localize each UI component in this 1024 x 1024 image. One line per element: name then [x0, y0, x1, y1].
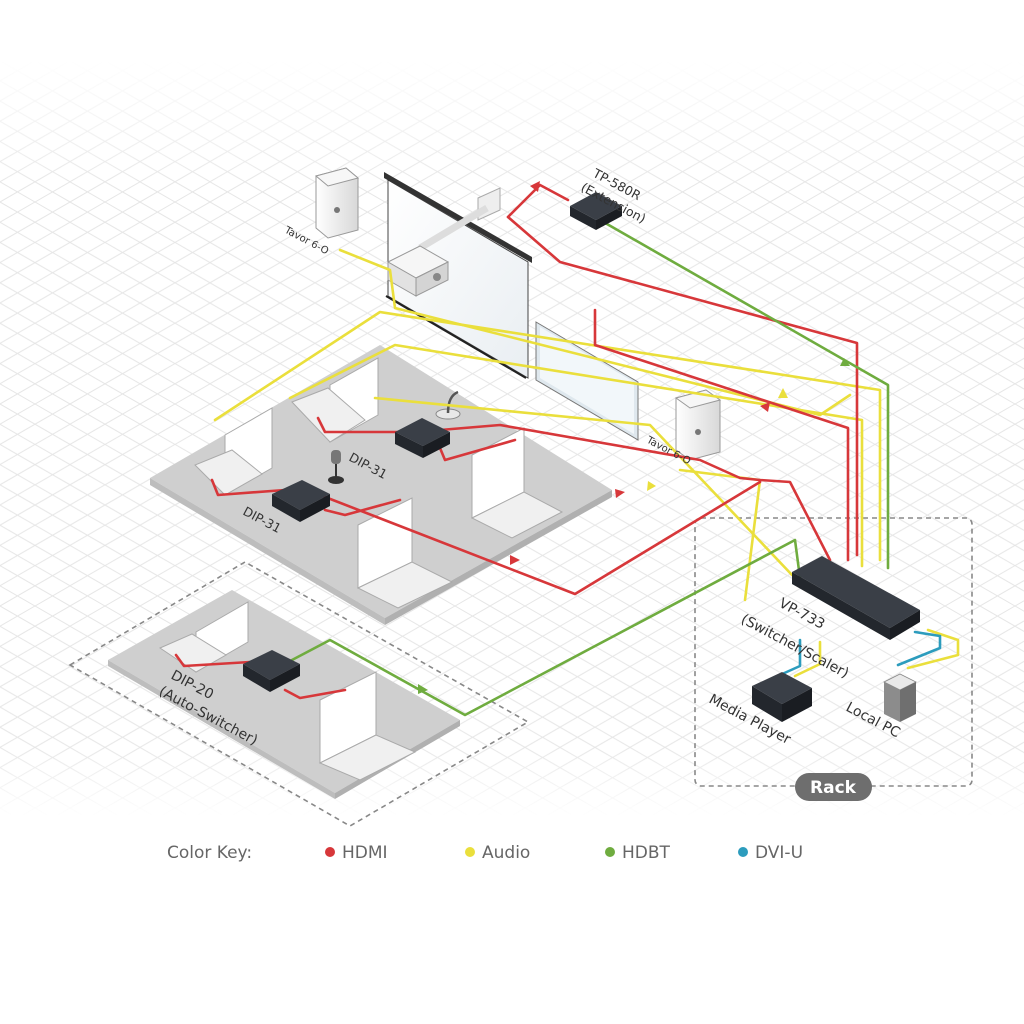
cables-dvi — [778, 630, 942, 677]
dip31-lower — [272, 480, 330, 522]
dvi-key-dot — [738, 847, 748, 857]
cable-arrows — [418, 181, 850, 694]
tp580r-receiver — [570, 192, 622, 230]
laptop-5 — [158, 601, 249, 673]
hdmi-cable-7 — [210, 478, 287, 497]
hdmi-cable-11 — [283, 688, 347, 700]
dip20-auto-switcher — [243, 650, 300, 692]
audio-key-dot — [465, 847, 475, 857]
hdbt-arrow — [840, 358, 850, 366]
speaker-right — [674, 389, 722, 461]
hdmi-cable-10 — [174, 653, 252, 668]
hdmi-key-label: HDMI — [342, 843, 388, 863]
dvi-key-label: DVI-U — [755, 843, 803, 863]
hdmi-cable-3 — [593, 308, 850, 562]
cables-audio — [213, 248, 960, 678]
gooseneck-microphone — [435, 390, 461, 420]
hdmi-cable-8 — [323, 498, 402, 517]
hdbt-cable-1 — [598, 218, 890, 570]
hdbt-cable-2 — [290, 538, 802, 717]
laptop-4 — [356, 497, 454, 609]
audio-arrow — [778, 388, 788, 398]
hdbt-arrow — [418, 684, 428, 694]
hdmi-cable-2 — [506, 215, 859, 557]
cables-hdbt — [290, 218, 890, 717]
color-key: Color Key: HDMI Audio HDBT DVI-U — [167, 843, 803, 863]
hdbt-key-dot — [605, 847, 615, 857]
hdmi-arrow — [615, 489, 625, 498]
laptop-6 — [318, 671, 417, 781]
audio-cable-6 — [793, 640, 822, 678]
hdbt-key-label: HDBT — [622, 843, 671, 863]
audio-cable-4 — [338, 248, 852, 417]
dvi-cable-2 — [896, 630, 942, 667]
hdmi-arrow — [510, 555, 520, 565]
wall-display — [535, 321, 639, 441]
hdmi-cable-9 — [318, 480, 762, 596]
audio-cable-2 — [288, 343, 864, 568]
audio-arrow — [647, 481, 656, 491]
audio-cable-7 — [906, 628, 960, 670]
rack-label: Rack — [810, 778, 857, 798]
hdmi-key-dot — [325, 847, 335, 857]
hdmi-cable-1 — [506, 183, 570, 219]
hdmi-cable-6 — [438, 423, 832, 562]
handheld-microphone — [328, 450, 344, 484]
laptop-3 — [470, 427, 564, 539]
audio-cable-3 — [373, 396, 794, 577]
cables-hdmi — [174, 183, 859, 700]
projector — [386, 187, 501, 297]
color-key-title: Color Key: — [167, 843, 252, 863]
hdmi-arrow — [760, 402, 770, 412]
audio-cable-1 — [213, 310, 882, 562]
laptop-2 — [291, 357, 379, 443]
local-pc — [883, 673, 917, 722]
audio-key-label: Audio — [482, 843, 530, 863]
dvi-cable-1 — [778, 638, 802, 677]
hdmi-cable-4 — [316, 416, 407, 434]
rack-badge: Rack — [795, 773, 872, 801]
hdmi-arrow — [530, 181, 540, 192]
laptop-1 — [194, 407, 273, 496]
hdmi-cable-5 — [438, 438, 517, 462]
vp733-switcher-scaler — [792, 556, 920, 640]
media-player — [752, 672, 812, 722]
speaker-top — [314, 167, 360, 239]
huddle-area-dashed-boundary — [68, 561, 530, 827]
dip31-upper — [395, 418, 450, 458]
